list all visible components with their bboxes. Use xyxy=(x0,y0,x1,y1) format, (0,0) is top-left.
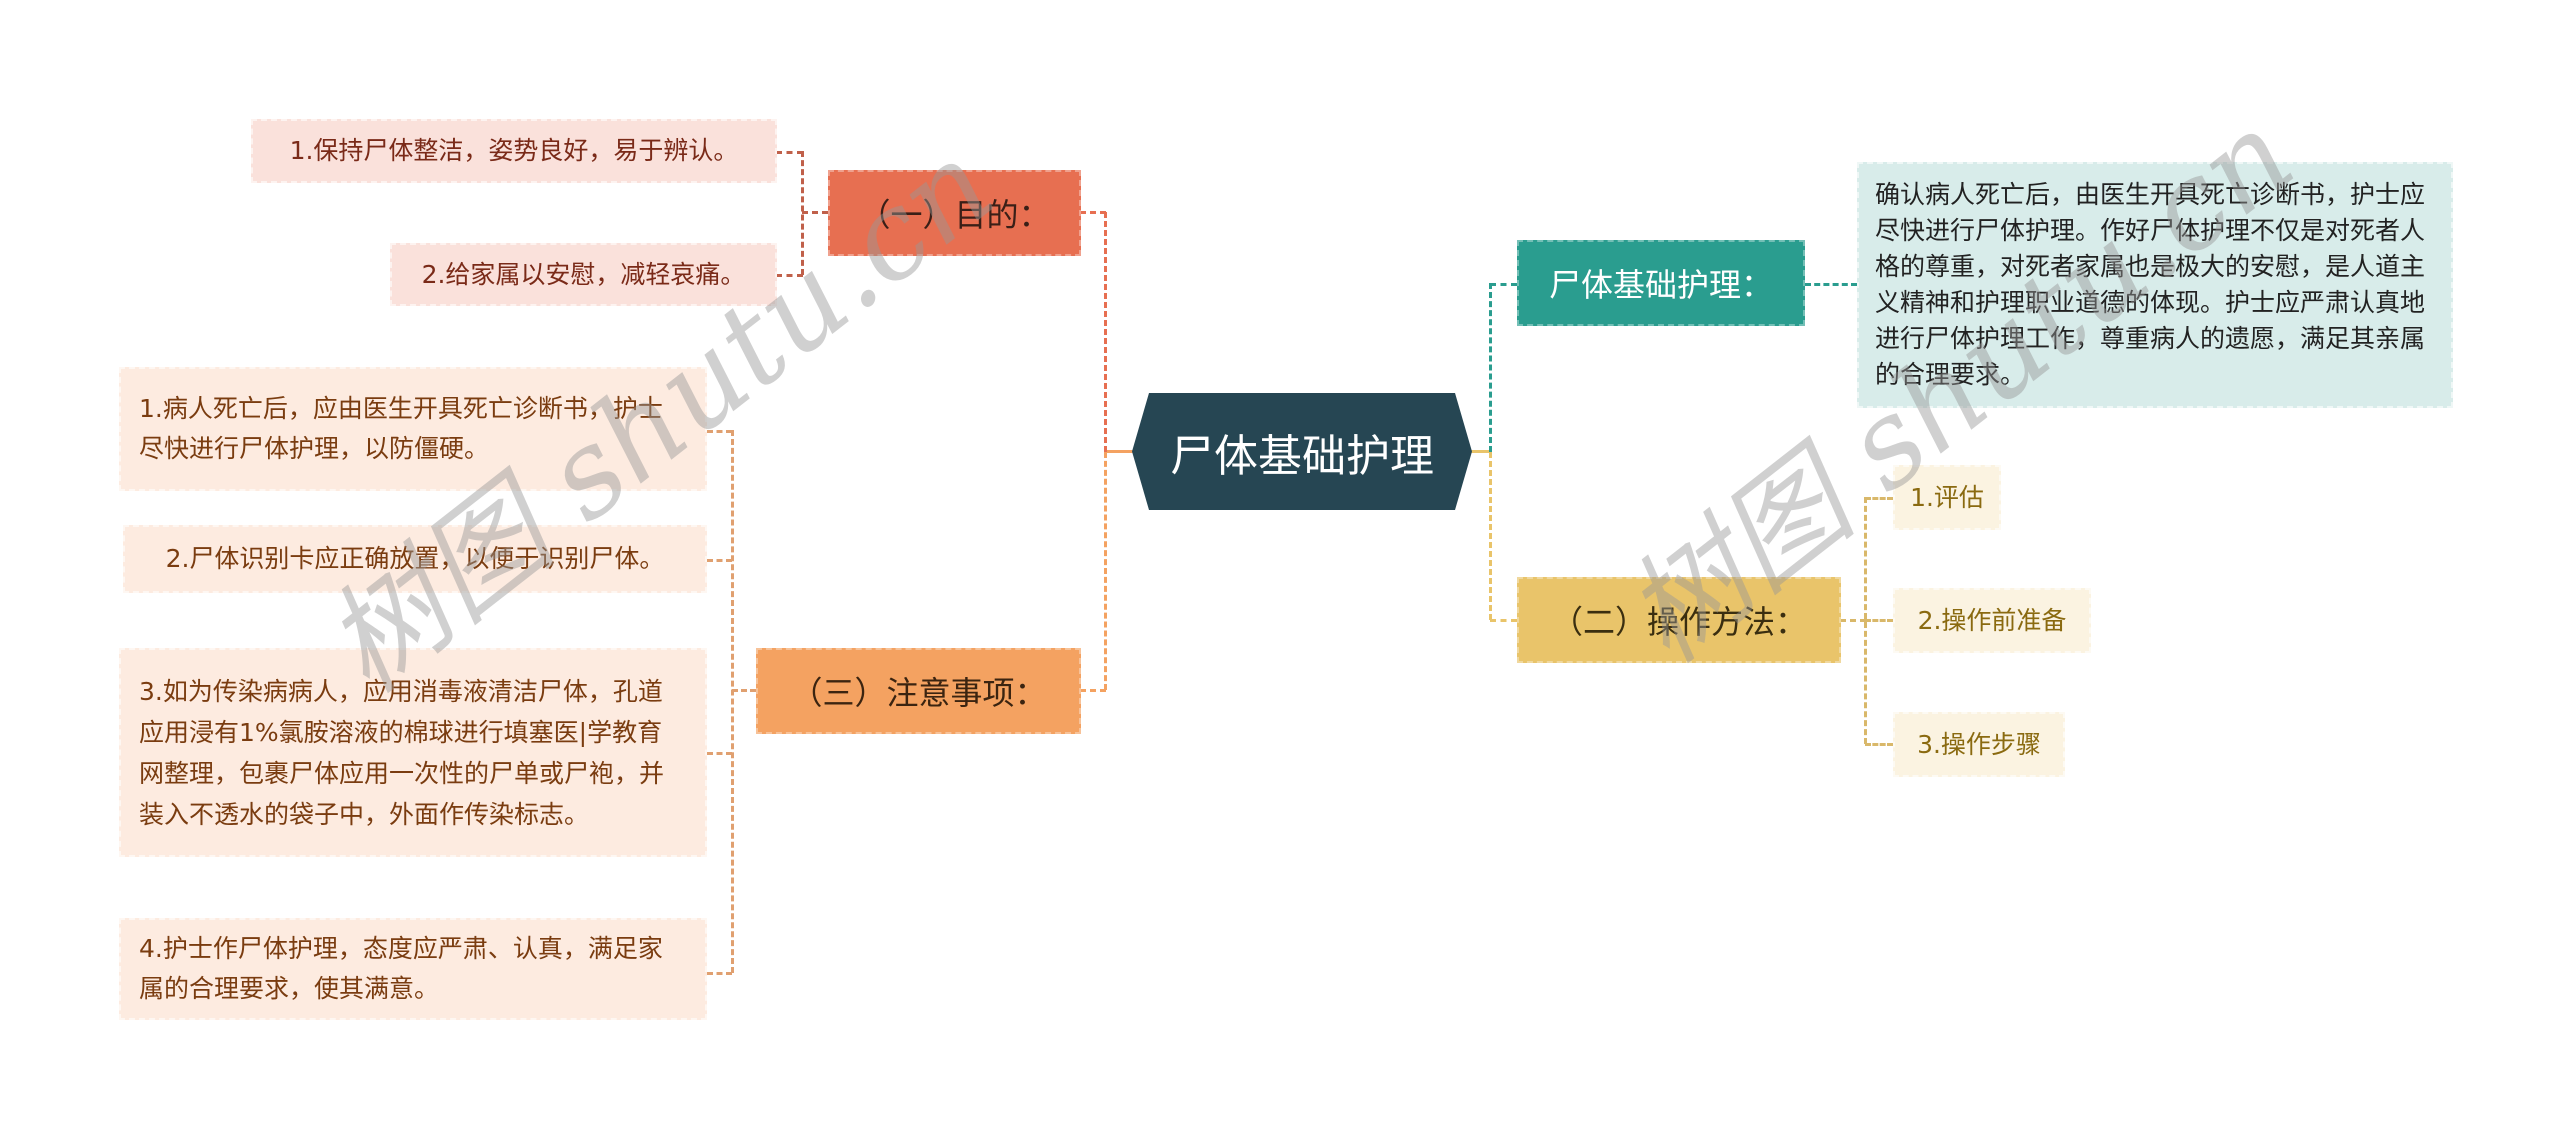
connector-left-spine-bottom xyxy=(1104,452,1107,690)
connector-purpose-in xyxy=(802,211,828,214)
connector-notes-3 xyxy=(707,752,732,755)
method-item-3-text: 3.操作步骤 xyxy=(1917,729,2041,759)
connector-method-2 xyxy=(1865,619,1893,622)
notes-item-3[interactable]: 3.如为传染病病人，应用消毒液清洁尸体，孔道应用浸有1%氯胺溶液的棉球进行填塞医… xyxy=(119,648,707,857)
notes-item-3-text: 3.如为传染病病人，应用消毒液清洁尸体，孔道应用浸有1%氯胺溶液的棉球进行填塞医… xyxy=(139,676,665,829)
purpose-item-2[interactable]: 2.给家属以安慰，减轻哀痛。 xyxy=(390,243,777,306)
connector-notes-2 xyxy=(707,559,732,562)
method-item-1-text: 1.评估 xyxy=(1910,482,1984,512)
notes-item-4-text: 4.护士作尸体护理，态度应严肃、认真，满足家属的合理要求，使其满意。 xyxy=(139,934,663,1003)
connector-basic-care-desc xyxy=(1805,283,1857,286)
connector-purpose-2 xyxy=(776,274,803,277)
basic-care-description[interactable]: 确认病人死亡后，由医生开具死亡诊断书，护士应尽快进行尸体护理。作好尸体护理不仅是… xyxy=(1857,162,2453,408)
connector-notes-in xyxy=(732,689,756,692)
branch-notes[interactable]: （三）注意事项： xyxy=(756,648,1081,734)
connector-to-basic-care xyxy=(1490,283,1517,286)
branch-basic-care[interactable]: 尸体基础护理： xyxy=(1517,240,1805,326)
connector-notes-spine xyxy=(731,430,734,973)
root-label: 尸体基础护理 xyxy=(1170,430,1434,482)
connector-root-right xyxy=(1468,450,1492,453)
notes-item-1[interactable]: 1.病人死亡后，应由医生开具死亡诊断书，护士尽快进行尸体护理，以防僵硬。 xyxy=(119,367,707,491)
method-item-2-text: 2.操作前准备 xyxy=(1917,605,2067,635)
connector-root-left xyxy=(1105,450,1135,453)
branch-basic-care-label: 尸体基础护理： xyxy=(1548,266,1773,304)
method-item-1[interactable]: 1.评估 xyxy=(1893,465,2001,530)
purpose-item-1-text: 1.保持尸体整洁，姿势良好，易于辨认。 xyxy=(289,136,739,165)
connector-method-1 xyxy=(1865,497,1893,500)
notes-item-2-text: 2.尸体识别卡应正确放置，以便于识别尸体。 xyxy=(165,544,665,573)
notes-item-2[interactable]: 2.尸体识别卡应正确放置，以便于识别尸体。 xyxy=(123,525,707,593)
connector-right-spine-bottom xyxy=(1489,452,1492,620)
purpose-item-1[interactable]: 1.保持尸体整洁，姿势良好，易于辨认。 xyxy=(251,119,777,183)
root-node[interactable]: 尸体基础护理 xyxy=(1132,393,1472,510)
connector-purpose-1 xyxy=(776,151,803,154)
branch-notes-label: （三）注意事项： xyxy=(790,674,1047,712)
connector-method-3 xyxy=(1865,743,1893,746)
connector-to-purpose xyxy=(1080,211,1106,214)
connector-left-spine-top xyxy=(1104,212,1107,452)
connector-notes-1 xyxy=(707,430,732,433)
connector-to-notes xyxy=(1080,689,1106,692)
basic-care-description-text: 确认病人死亡后，由医生开具死亡诊断书，护士应尽快进行尸体护理。作好尸体护理不仅是… xyxy=(1875,180,2426,389)
notes-item-1-text: 1.病人死亡后，应由医生开具死亡诊断书，护士尽快进行尸体护理，以防僵硬。 xyxy=(139,394,663,463)
branch-purpose-label: （一）目的： xyxy=(858,196,1051,234)
connector-right-spine-top xyxy=(1489,283,1492,452)
method-item-3[interactable]: 3.操作步骤 xyxy=(1893,712,2065,777)
branch-purpose[interactable]: （一）目的： xyxy=(828,170,1081,256)
purpose-item-2-text: 2.给家属以安慰，减轻哀痛。 xyxy=(421,259,746,289)
connector-notes-4 xyxy=(707,972,732,975)
connector-to-method xyxy=(1490,619,1517,622)
connector-method-in xyxy=(1840,619,1866,622)
branch-method-label: （二）操作方法： xyxy=(1550,603,1807,641)
method-item-2[interactable]: 2.操作前准备 xyxy=(1893,588,2091,653)
notes-item-4[interactable]: 4.护士作尸体护理，态度应严肃、认真，满足家属的合理要求，使其满意。 xyxy=(119,918,707,1020)
branch-method[interactable]: （二）操作方法： xyxy=(1517,577,1841,663)
